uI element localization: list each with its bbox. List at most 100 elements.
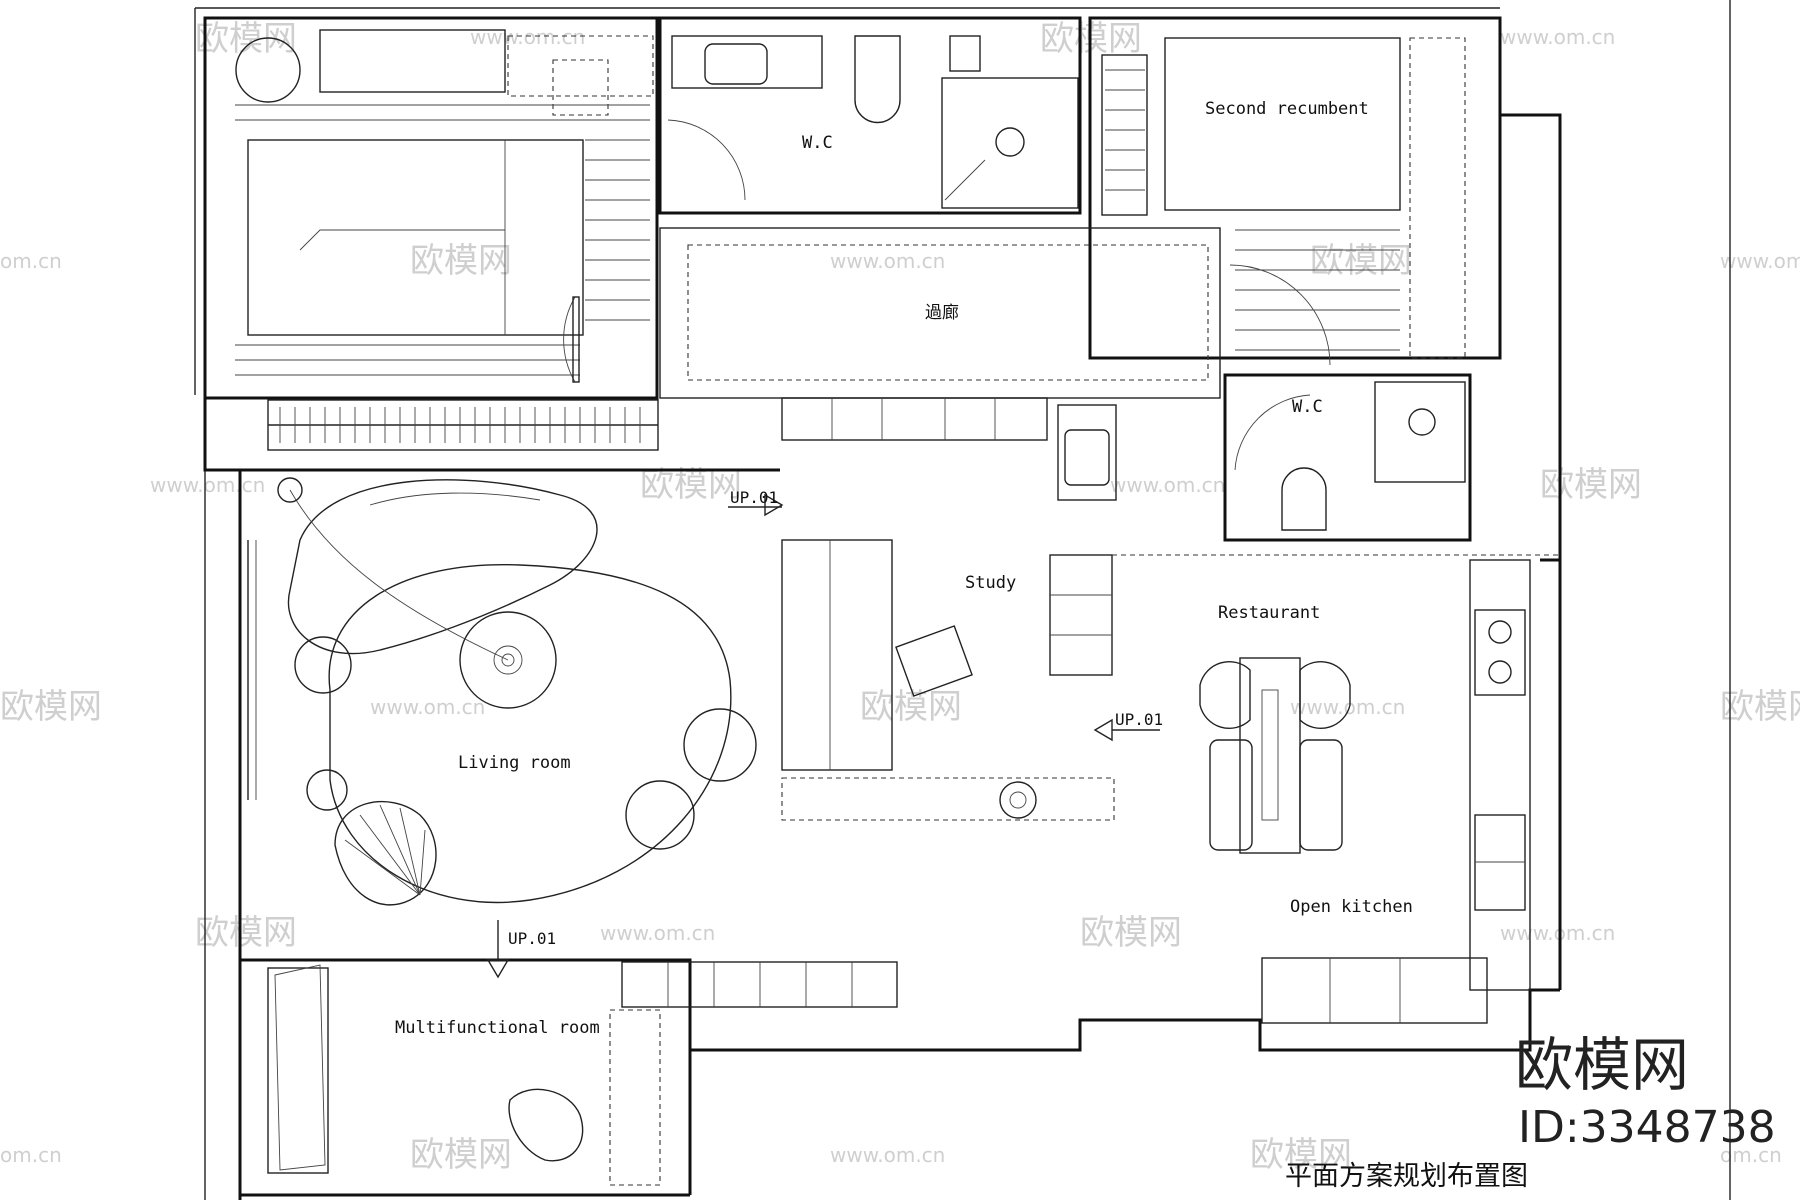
round-stool [235,37,301,103]
stove-counter [1469,559,1531,991]
side-table [683,708,757,782]
table-runner [1261,689,1279,821]
watermark-cn: 欧模网 [1540,465,1642,505]
watermark-cn: 欧模网 [860,687,962,727]
study-furniture: UP.01 Study [728,397,1117,821]
wc-top-walls [658,16,1082,215]
dining-chair [1199,660,1251,730]
watermark-url: www.om.cn [830,249,945,273]
watermark-cn: 欧模网 [0,687,102,727]
watermark-cn: 欧模网 [1080,913,1182,953]
single-bed [1164,37,1401,211]
dining-bench-right [1299,739,1343,851]
wc-door-swing [667,119,746,201]
watermark-cn: 欧模网 [1250,1135,1352,1175]
shower-enclosure [941,77,1079,209]
room-label-living-room: Living room [458,753,571,773]
gas-stove [1474,609,1526,696]
side-wardrobe [1409,37,1466,359]
vanity-counter [671,35,823,89]
toilet [854,35,901,124]
master-bedroom-furniture [235,29,654,383]
room-label-wc-top: W.C [802,133,833,153]
brand-id: ID:3348738 [1518,1102,1776,1153]
watermark-layer: 欧模网 www.om.cn 欧模网 www.om.cn om.cn 欧模网 ww… [0,19,1800,1175]
watermark-cn: 欧模网 [640,465,742,505]
watermark-url: www.om.cn [830,1143,945,1167]
watermark-cn: 欧模网 [195,19,297,59]
shower-door-swing [944,159,986,201]
brand-name: 欧模网 [1515,1031,1689,1099]
chaise-lounge [508,1088,584,1162]
watermark-cn: 欧模网 [195,913,297,953]
floor-lamp-arc [289,489,509,661]
bedroom-door-swing [563,296,576,383]
watermark-short: om.cn [0,249,62,273]
rug-outline [328,563,732,904]
toilet [1281,467,1327,531]
watermark-cn: 欧模网 [410,241,512,281]
bench-row [781,777,1115,821]
ladder-rungs [1105,69,1145,191]
wardrobe [319,29,506,93]
watermark-url: www.om.cn [600,921,715,945]
wc-right-walls [1223,373,1472,542]
up-arrow-study [764,493,784,517]
shower-drain [1408,408,1436,436]
wc-right-fixtures: W.C [1234,381,1466,531]
fan-chair-ribs [344,804,426,896]
room-label-open-kitchen: Open kitchen [1290,897,1413,917]
plan-title: 平面方案规划布置图 [1285,1161,1528,1192]
curved-sofa [287,479,598,655]
fan-chair [334,800,437,906]
up-marker-kitchen: UP.01 [1115,710,1163,729]
watermark-url: www.om.cn [1500,25,1615,49]
wall-shelving [621,961,898,1008]
side-table [625,780,695,850]
second-bedroom-door-swing [1229,264,1331,366]
daybed [267,967,329,1174]
top-shelving [781,397,1048,441]
watermark-short: om.cn [0,1143,62,1167]
room-label-wc-right: W.C [1292,397,1323,417]
watermark-url: www.om.cn [370,695,485,719]
study-sink [1064,429,1110,486]
room-label-multifunctional: Multifunctional room [395,1018,600,1038]
tall-cabinet [1049,554,1113,676]
watermark-url: www.om.cn [1290,695,1405,719]
burner [1488,660,1512,684]
kitchen-furniture: UP.01 Restaurant Open kitchen [1093,554,1560,1024]
bottom-counter [1261,957,1488,1024]
double-bed [247,139,584,336]
kitchen-sink [1474,814,1526,911]
up-marker-multi: UP.01 [508,929,556,948]
shower-enclosure [1374,381,1466,483]
watermark-cn: 欧模网 [1720,687,1800,727]
right-facade-low [1540,558,1562,990]
washbasin [704,43,768,85]
study-sink-counter [1057,404,1117,501]
room-label-corridor: 過廊 [925,303,959,323]
room-label-restaurant: Restaurant [1218,603,1320,623]
shower-drain [995,127,1025,157]
bed-blanket [299,229,505,251]
small-table [552,59,609,116]
outer-frame [194,0,1731,1200]
floor-lamp-base [277,477,303,503]
watermark-url: www.om.cn [470,25,585,49]
watermark-url: www.om.cn [1110,473,1225,497]
watermark-cn: 欧模网 [1310,241,1412,281]
dining-chair [1299,660,1351,730]
walls [203,16,1562,1200]
cabinet [507,35,654,97]
pouf [306,769,348,811]
sofa-back [369,492,541,506]
floor-slats [1235,229,1400,351]
watermark-url: www.om.cn [1720,249,1800,273]
daybed-cushion [274,964,326,1171]
corridor-inner [687,244,1209,381]
living-room-furniture: Living room [247,477,757,906]
up-arrow-kitchen [1093,718,1113,742]
study-desk-left [781,539,893,771]
